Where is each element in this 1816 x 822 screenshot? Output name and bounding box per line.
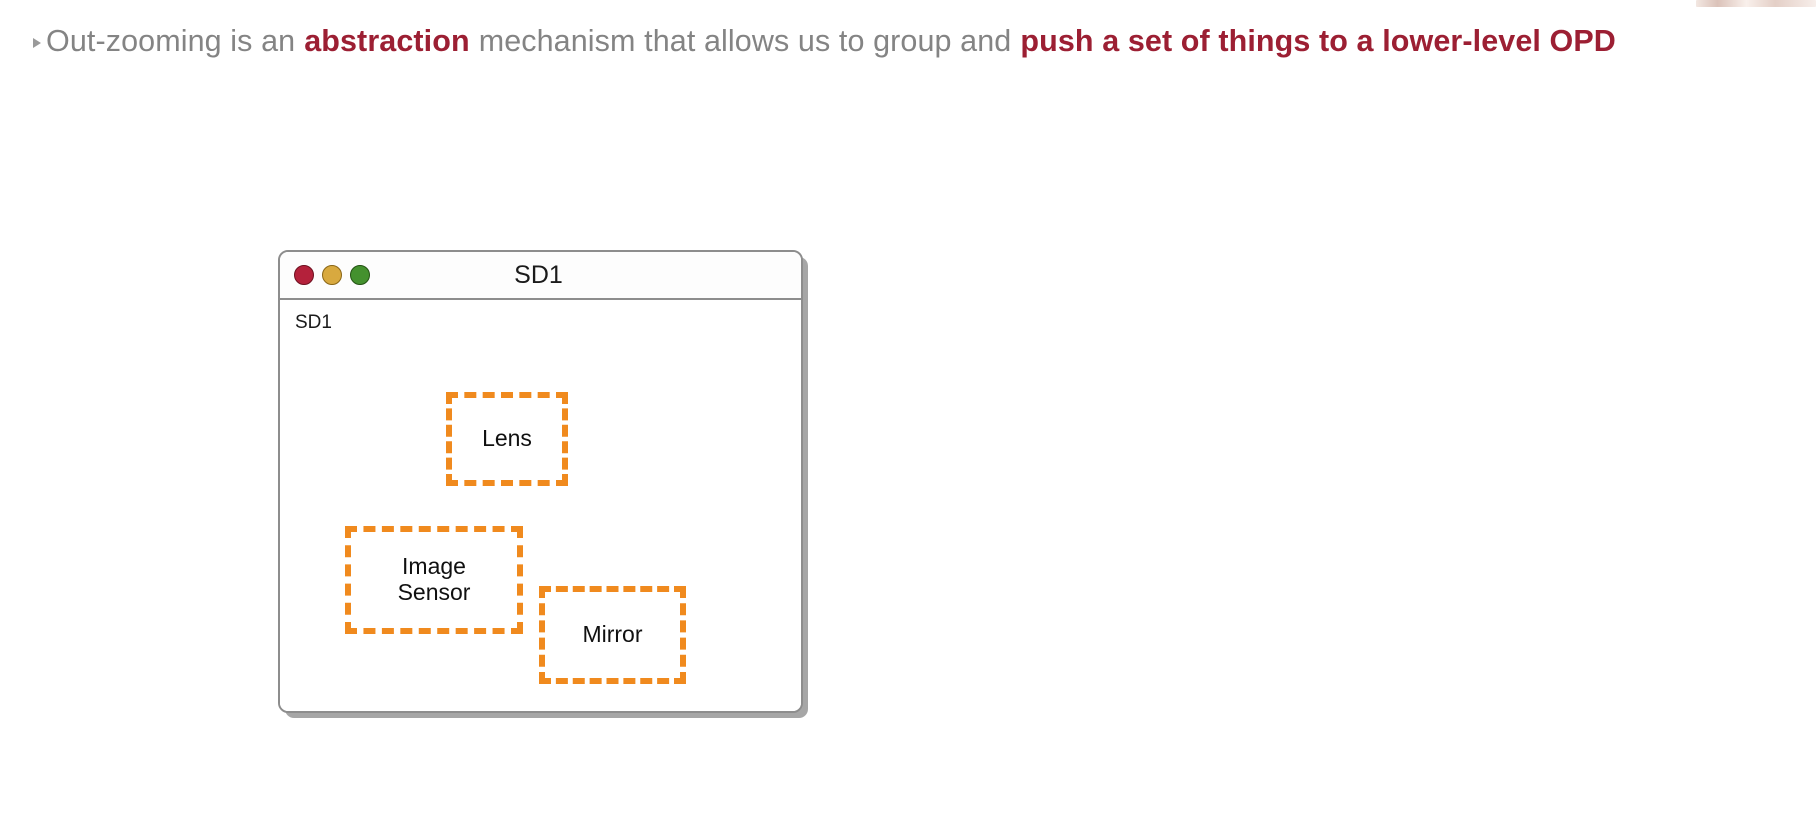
- canvas-diagram-label: SD1: [295, 312, 332, 333]
- triangle-bullet-icon: [30, 19, 46, 65]
- window-titlebar[interactable]: SD1: [280, 252, 801, 300]
- close-traffic-light-icon[interactable]: [294, 265, 314, 285]
- bullet-segment-1: Out-zooming is an: [46, 23, 296, 58]
- object-label-lens: Lens: [482, 425, 532, 452]
- window-controls: [294, 252, 370, 298]
- object-box-mirror[interactable]: Mirror: [539, 586, 693, 691]
- window-title: SD1: [514, 261, 563, 289]
- object-box-lens[interactable]: Lens: [446, 392, 575, 493]
- bullet-line: Out-zooming is an abstraction mechanism …: [30, 18, 1810, 64]
- bullet-segment-4-emphasis: push a set of things to a lower-level OP…: [1020, 23, 1616, 58]
- object-label-mirror: Mirror: [582, 621, 643, 648]
- object-label-line1: Image: [402, 553, 466, 580]
- maximize-traffic-light-icon[interactable]: [350, 265, 370, 285]
- bullet-segment-3: mechanism that allows us to group and: [478, 23, 1012, 58]
- minimize-traffic-light-icon[interactable]: [322, 265, 342, 285]
- decorative-corner-strip: [1696, 0, 1816, 7]
- bullet-segment-2-emphasis: abstraction: [304, 23, 470, 58]
- object-label-line2: Sensor: [397, 579, 471, 605]
